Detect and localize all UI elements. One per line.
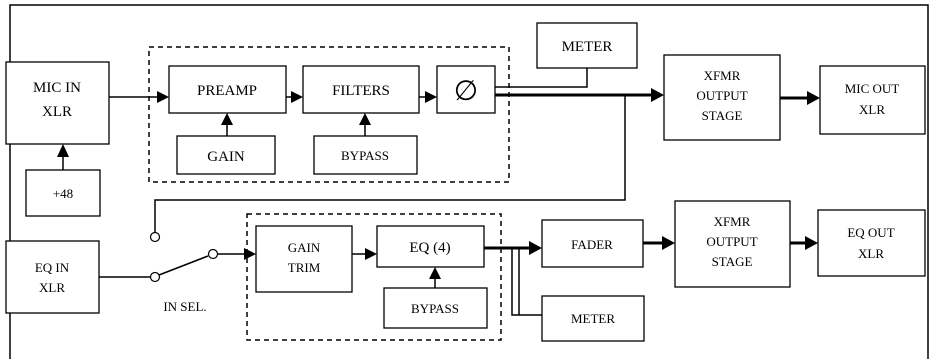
- mic-out-block: MIC OUT XLR: [819, 65, 926, 135]
- top-signal-path: [57, 68, 820, 232]
- xfmr-bottom-line2: OUTPUT: [706, 234, 757, 249]
- eq-channel-group: [246, 213, 502, 341]
- preamp-block: PREAMP: [168, 65, 287, 114]
- gain-trim-block: GAIN TRIM: [255, 225, 353, 293]
- meter-bottom-label: METER: [571, 311, 615, 326]
- mic-out-connector: XLR: [859, 102, 885, 117]
- gain-label: GAIN: [207, 149, 245, 165]
- switch-mic-terminal: [149, 231, 161, 243]
- switch-input-terminal: [149, 271, 161, 283]
- switch-output-terminal: [207, 248, 219, 260]
- xfmr-bottom-line3: STAGE: [712, 254, 753, 269]
- phantom-power-block: +48: [25, 169, 101, 217]
- mic-in-block: MIC IN XLR: [5, 61, 110, 145]
- eq-out-label: EQ OUT: [847, 225, 894, 240]
- mic-in-connector: XLR: [42, 104, 72, 120]
- gain-block: GAIN: [176, 135, 276, 175]
- eq-bypass-block: BYPASS: [383, 287, 488, 329]
- eq-in-label: EQ IN: [35, 260, 70, 275]
- xfmr-top-line3: STAGE: [702, 108, 743, 123]
- xfmr-top-block: XFMR OUTPUT STAGE: [663, 54, 781, 141]
- eq-out-connector: XLR: [858, 246, 884, 261]
- eq4-label: EQ (4): [409, 240, 450, 256]
- input-select-switch: [158, 255, 209, 276]
- mic-in-label: MIC IN: [33, 80, 81, 96]
- filters-bypass-block: BYPASS: [313, 135, 418, 175]
- outer-frame: [9, 4, 929, 359]
- meter-top-block: METER: [536, 22, 638, 69]
- fader-label: FADER: [571, 237, 613, 252]
- eq-in-block: EQ IN XLR: [5, 240, 100, 314]
- input-select-label: IN SEL.: [163, 299, 206, 314]
- bottom-signal-path: [99, 231, 818, 316]
- eq-bypass-label: BYPASS: [411, 301, 459, 316]
- mic-channel-group: [148, 46, 510, 183]
- eq4-block: EQ (4): [376, 225, 485, 268]
- mic-out-label: MIC OUT: [845, 81, 900, 96]
- polarity-block: ∅: [436, 65, 496, 114]
- eq-out-block: EQ OUT XLR: [817, 209, 926, 277]
- xfmr-top-line1: XFMR: [704, 68, 741, 83]
- preamp-label: PREAMP: [197, 83, 257, 99]
- eq-in-connector: XLR: [39, 280, 65, 295]
- xfmr-bottom-line1: XFMR: [714, 214, 751, 229]
- filters-bypass-label: BYPASS: [341, 148, 389, 163]
- meter-top-label: METER: [562, 39, 613, 55]
- gain-trim-line2: TRIM: [288, 260, 321, 275]
- fader-block: FADER: [541, 219, 644, 268]
- gain-trim-line1: GAIN: [288, 240, 321, 255]
- xfmr-bottom-block: XFMR OUTPUT STAGE: [674, 200, 791, 288]
- meter-bottom-block: METER: [541, 295, 645, 342]
- filters-label: FILTERS: [332, 83, 390, 99]
- xfmr-top-line2: OUTPUT: [696, 88, 747, 103]
- filters-block: FILTERS: [302, 65, 420, 114]
- polarity-icon: ∅: [454, 76, 478, 107]
- phantom-power-label: +48: [53, 186, 73, 201]
